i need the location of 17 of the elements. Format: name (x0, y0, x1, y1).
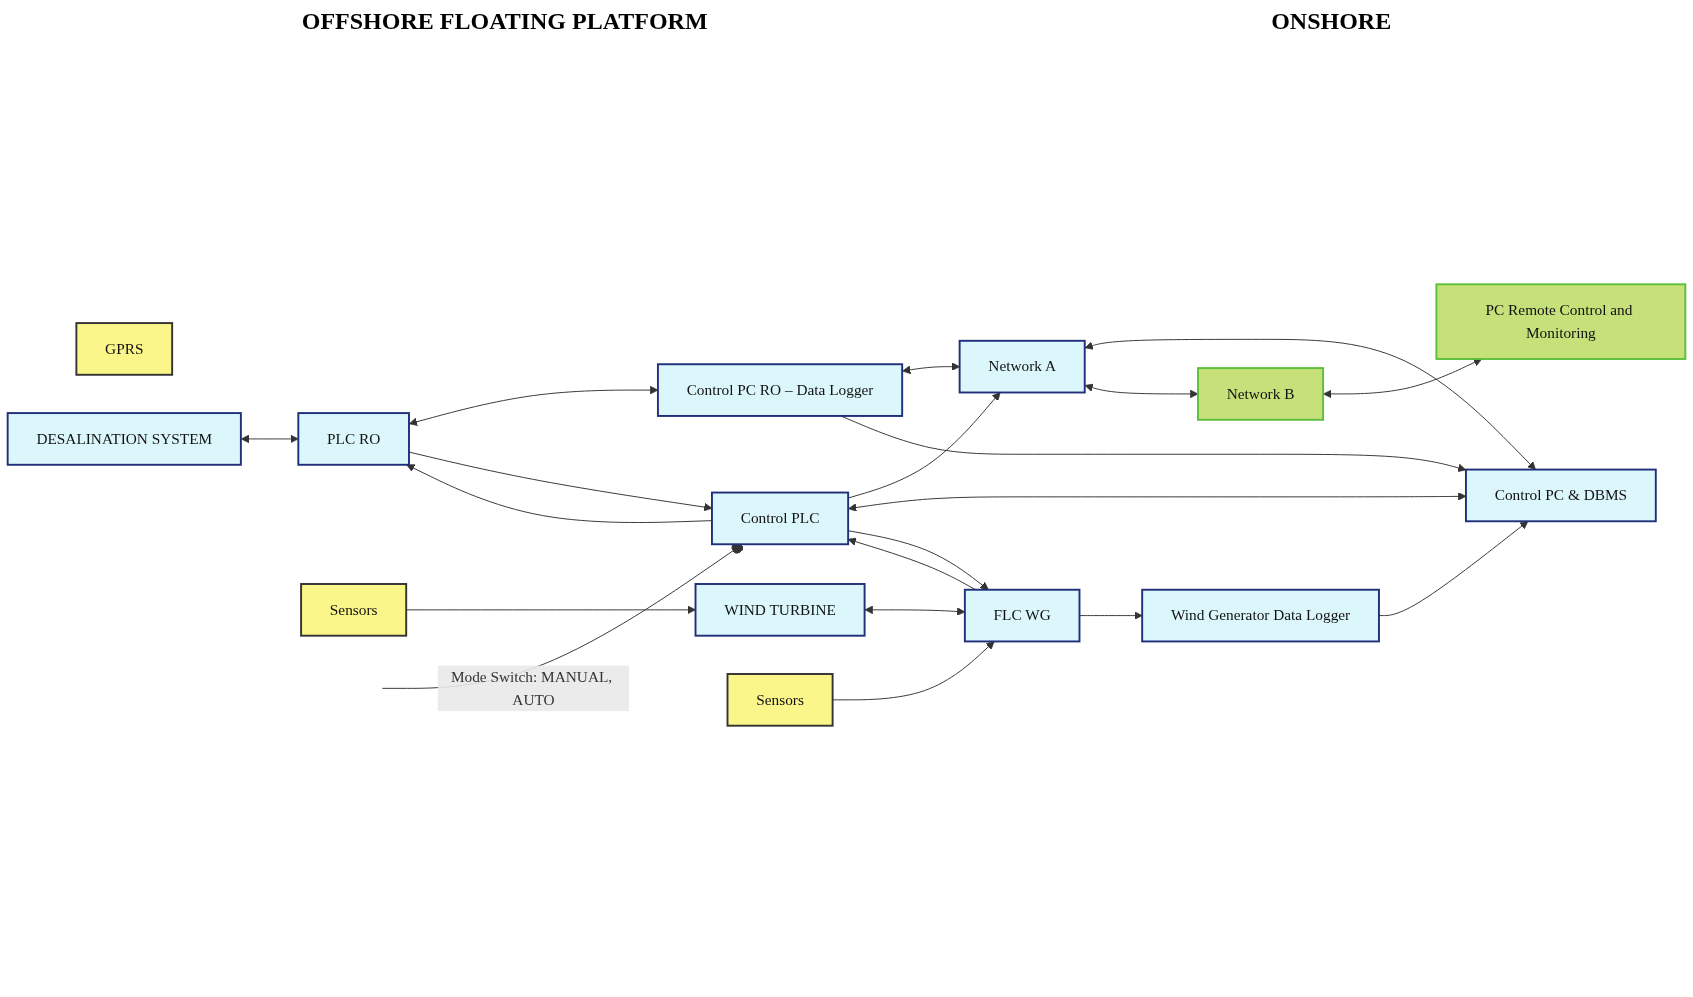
node-box: FLC WG (963, 588, 1081, 643)
node-box: Control PC & DBMS (1465, 468, 1657, 523)
node-box: Control PC RO – Data Logger (656, 363, 904, 417)
node-box: Network A (958, 339, 1086, 394)
node-box: Network B (1197, 367, 1325, 421)
node-box: Sensors (300, 583, 408, 637)
node-box: DESALINATION SYSTEM (6, 412, 242, 466)
node-box: Control PLC (711, 491, 850, 546)
node-box: PC Remote Control and Monitoring (1435, 283, 1687, 360)
node-box: Wind Generator Data Logger (1141, 588, 1380, 643)
section-heading: OFFSHORE FLOATING PLATFORM (301, 8, 708, 35)
edge-label: Mode Switch: MANUAL, AUTO (450, 668, 613, 708)
node-box: Sensors (726, 673, 834, 727)
node-box: WIND TURBINE (694, 583, 866, 637)
node-box: PLC RO (297, 412, 410, 466)
section-heading: ONSHORE (1271, 8, 1392, 35)
node-box: GPRS (75, 322, 174, 376)
